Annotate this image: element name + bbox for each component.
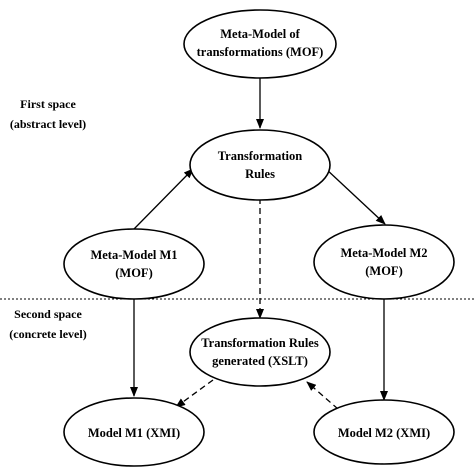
node-meta-model-m2: Meta-Model M2 (MOF) — [313, 224, 455, 300]
edge-rules-to-m2meta — [324, 167, 386, 225]
node-transformation-rules: Transformation Rules — [189, 129, 331, 201]
node-label: (MOF) — [115, 266, 152, 280]
node-label: Model M2 (XMI) — [338, 426, 430, 440]
second-space-sublabel: (concrete level) — [9, 327, 86, 341]
node-label: Rules — [245, 167, 275, 181]
edges — [130, 78, 388, 410]
first-space-label: First space — [20, 97, 76, 111]
node-model-m2: Model M2 (XMI) — [313, 399, 455, 465]
node-label: Transformation Rules — [201, 336, 319, 350]
node-meta-model-transformations: Meta-Model of transformations (MOF) — [183, 9, 337, 79]
first-space-sublabel: (abstract level) — [10, 117, 86, 131]
node-model-m1: Model M1 (XMI) — [63, 397, 205, 467]
node-label: transformations (MOF) — [197, 45, 324, 59]
node-label: Transformation — [218, 149, 303, 163]
edge-m2model-to-generated — [306, 381, 339, 410]
node-meta-model-m1: Meta-Model M1 (MOF) — [63, 228, 205, 300]
edge-generated-to-m1model — [175, 379, 214, 408]
node-transformation-rules-generated: Transformation Rules generated (XSLT) — [189, 317, 331, 387]
node-label: Model M1 (XMI) — [88, 426, 180, 440]
node-label: (MOF) — [365, 264, 402, 278]
node-label: generated (XSLT) — [212, 354, 308, 368]
node-label: Meta-Model M2 — [340, 246, 427, 260]
node-label: Meta-Model of — [220, 27, 300, 41]
node-label: Meta-Model M1 — [90, 248, 177, 262]
second-space-label: Second space — [14, 307, 82, 321]
edge-m1meta-to-rules — [133, 168, 194, 230]
